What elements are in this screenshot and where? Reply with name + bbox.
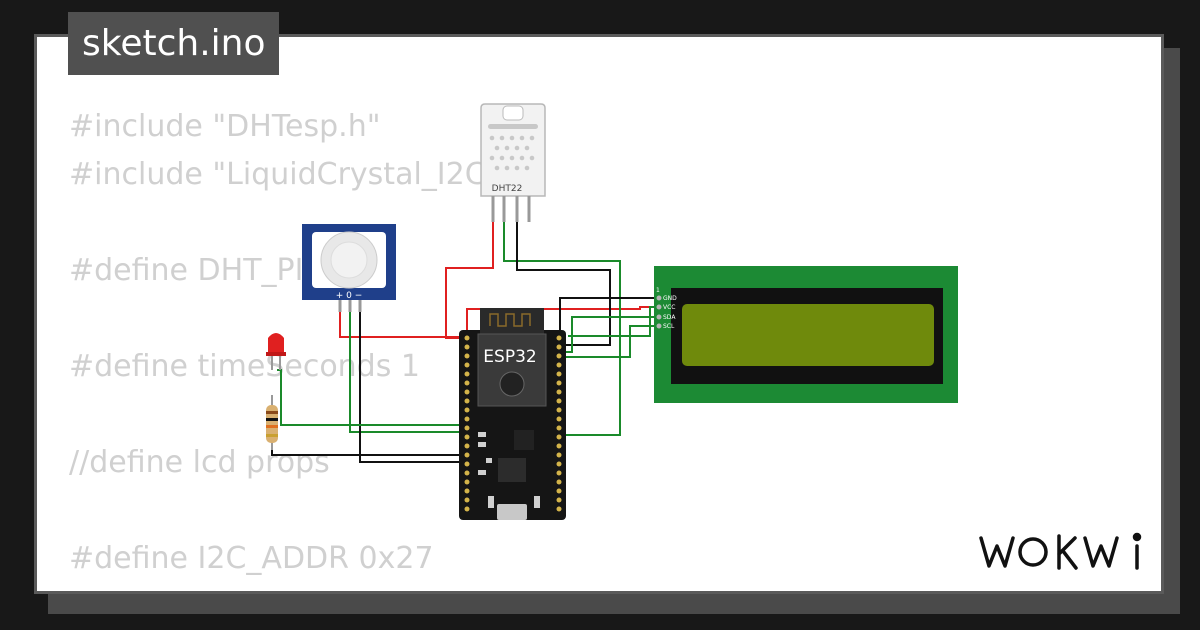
wire-pir-gnd	[359, 300, 467, 463]
resistor	[266, 395, 278, 450]
wire-lcd-gnd	[559, 297, 660, 330]
esp32-pins-right	[556, 335, 562, 512]
wire-lcd-scl	[560, 325, 660, 358]
code-line: //define lcd props	[69, 445, 330, 480]
code-line: #include "DHTesp.h"	[69, 109, 381, 144]
dht22-pins	[491, 196, 531, 222]
lcd-pin-label: GND	[663, 295, 677, 302]
esp32-label: ESP32	[483, 347, 536, 367]
pir-pin-labels: + 0 −	[336, 291, 363, 301]
wire-lcd-vcc	[466, 306, 660, 338]
lcd-display: 1 GND VCC SDA SCL	[654, 266, 958, 403]
lcd-pin-pads	[656, 295, 662, 329]
esp32-pins-left	[464, 335, 470, 512]
wire-dht-data	[503, 222, 621, 436]
dht22-grille	[488, 124, 538, 171]
lcd-pin-label: SDA	[663, 314, 676, 321]
file-tab[interactable]: sketch.ino	[68, 12, 280, 75]
lcd-pin-label: SCL	[663, 323, 675, 330]
code-line: #define I2C_ADDR 0x27	[69, 541, 434, 576]
lcd-screen	[682, 304, 934, 366]
wire-led	[277, 369, 467, 426]
project-preview-card[interactable]: #include "DHTesp.h" #include "LiquidCrys…	[34, 34, 1164, 594]
dht22-label: DHT22	[492, 184, 523, 194]
esp32-board: ESP32	[459, 308, 566, 520]
lcd-pin-label: VCC	[663, 304, 675, 311]
pir-sensor: + 0 −	[302, 224, 396, 312]
wokwi-logo[interactable]	[975, 526, 1150, 576]
wire-resistor	[271, 445, 467, 456]
dht22-sensor: DHT22	[480, 103, 546, 222]
wire-lcd-extra	[568, 306, 660, 337]
wire-pir-vcc	[339, 300, 467, 338]
lcd-pin-label: 1	[656, 287, 660, 294]
usb-port	[497, 504, 527, 520]
red-led	[266, 333, 286, 370]
wire-pir-out	[349, 300, 467, 433]
wire-dht-gnd	[516, 222, 611, 346]
code-line: #include "LiquidCrystal_I2C.h"	[69, 157, 529, 192]
